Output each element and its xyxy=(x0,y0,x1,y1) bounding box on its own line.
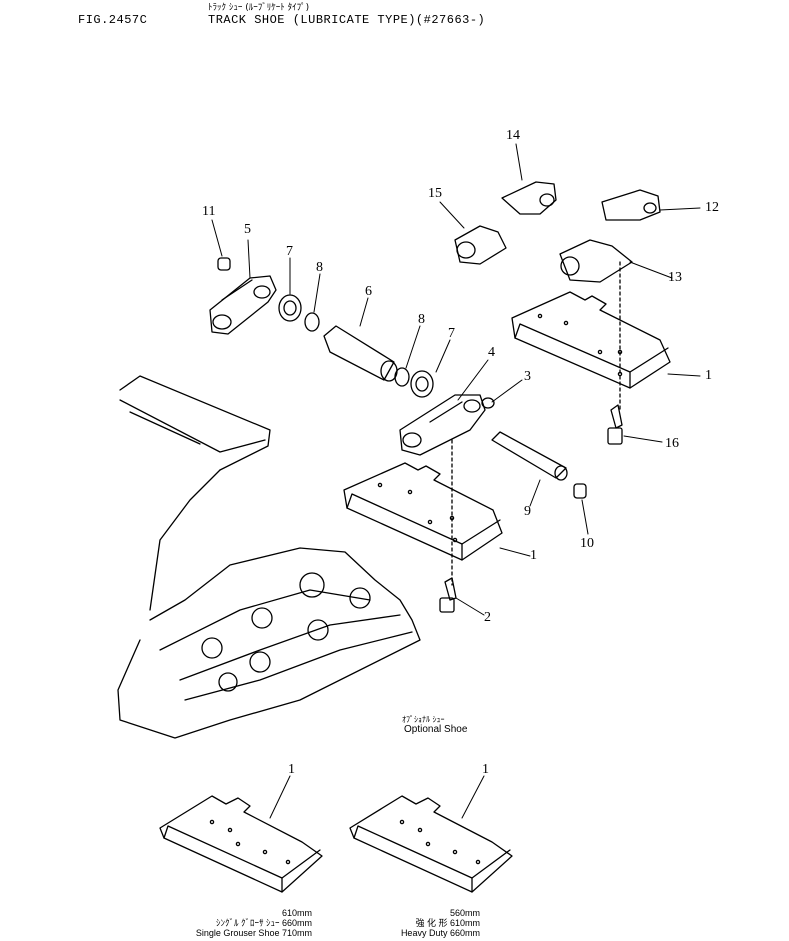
callout-12: 12 xyxy=(705,200,719,215)
heavy-size-610: 610mm xyxy=(449,918,480,928)
heavy-duty-jp: 強 化 形 xyxy=(415,918,448,928)
callout-16: 16 xyxy=(665,436,679,451)
heavy-size-560: 560mm xyxy=(449,908,480,918)
spacer-10 xyxy=(573,483,587,499)
callout-15: 15 xyxy=(428,186,442,201)
callout-1-lower: 1 xyxy=(530,548,537,563)
callout-8-left: 8 xyxy=(316,260,323,275)
heavy-size-660: 660mm xyxy=(449,928,480,938)
title-japanese: ﾄﾗｯｸ ｼｭｰ (ﾙｰﾌﾞﾘｹｰﾄ ﾀｲﾌﾟ) xyxy=(208,3,310,13)
optional-shoe-jp: ｵﾌﾟｼｮﾅﾙ ｼｭｰ xyxy=(402,715,445,724)
callout-8-right: 8 xyxy=(418,312,425,327)
callout-1-single: 1 xyxy=(288,762,295,777)
assembled-track-chain xyxy=(117,375,421,739)
single-size-710: 710mm xyxy=(281,928,312,938)
heavy-duty-caption: 560mm 強 化 形 610mm Heavy Duty 660mm xyxy=(370,908,480,938)
callout-9: 9 xyxy=(524,504,531,519)
callout-2: 2 xyxy=(484,610,491,625)
figure-number: FIG.2457C xyxy=(78,13,148,27)
master-link-13 xyxy=(559,239,633,283)
single-grouser-shoe xyxy=(159,795,323,893)
ring-8-right xyxy=(394,367,410,387)
callout-5: 5 xyxy=(244,222,251,237)
ring-8-left xyxy=(304,312,320,332)
link-4 xyxy=(399,394,486,456)
callout-3: 3 xyxy=(524,369,531,384)
link-5 xyxy=(209,275,277,335)
bolt-2 xyxy=(439,577,457,613)
bolt-16 xyxy=(607,404,623,445)
track-shoe-upper xyxy=(511,261,671,411)
leader-lines xyxy=(211,143,701,819)
callout-4: 4 xyxy=(488,345,495,360)
figure-title: TRACK SHOE (LUBRICATE TYPE)(#27663-) xyxy=(208,13,486,27)
callout-1-upper: 1 xyxy=(705,368,712,383)
callout-10: 10 xyxy=(580,536,594,551)
nut-3 xyxy=(481,397,495,409)
callout-11: 11 xyxy=(202,204,216,219)
seal-7-right xyxy=(410,370,434,398)
bushing-6 xyxy=(323,325,395,381)
master-link-12 xyxy=(601,189,661,221)
track-shoe-lower xyxy=(343,439,503,586)
single-size-610: 610mm xyxy=(281,908,312,918)
optional-shoe-label: Optional Shoe xyxy=(404,724,468,735)
master-link-15 xyxy=(454,225,507,265)
callout-6: 6 xyxy=(365,284,372,299)
heavy-duty-shoe xyxy=(349,795,513,893)
callout-7-left: 7 xyxy=(286,244,293,259)
seal-7-left xyxy=(278,294,302,322)
single-grouser-caption: 610mm ｼﾝｸﾞﾙ ｸﾞﾛｰｻ ｼｭｰ 660mm Single Grous… xyxy=(160,908,312,938)
callout-14: 14 xyxy=(506,128,520,143)
single-grouser-jp: ｼﾝｸﾞﾙ ｸﾞﾛｰｻ ｼｭｰ xyxy=(215,918,280,928)
dust-seal-11 xyxy=(217,257,231,271)
callout-1-heavy: 1 xyxy=(482,762,489,777)
callout-13: 13 xyxy=(668,270,682,285)
single-grouser-en: Single Grouser Shoe xyxy=(195,928,280,938)
master-link-14 xyxy=(501,181,557,215)
heavy-duty-en: Heavy Duty xyxy=(400,928,448,938)
callout-7-right: 7 xyxy=(448,326,455,341)
single-size-660: 660mm xyxy=(281,918,312,928)
